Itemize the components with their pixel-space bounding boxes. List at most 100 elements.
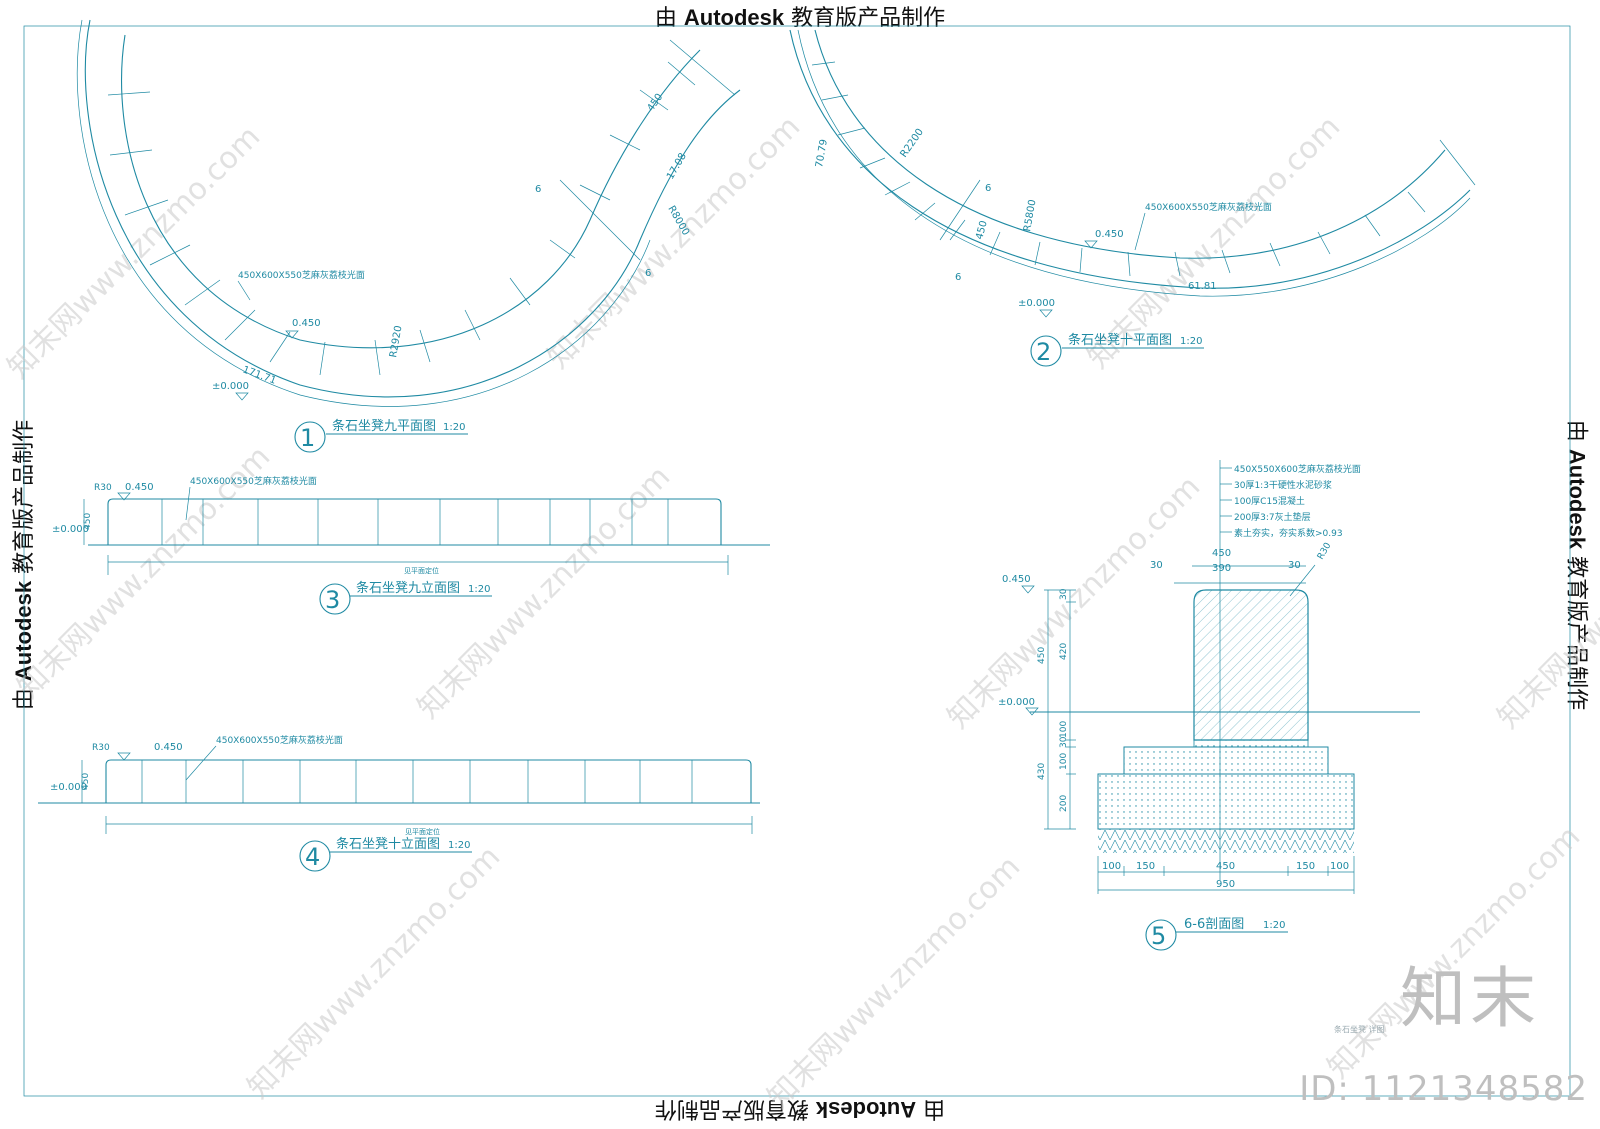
section-left-dim-2: 420 (1059, 643, 1069, 660)
elev9-height: 450 (83, 513, 93, 530)
elev-9: 见平面定位 0.450 ±0.000 R30 450 450X600X550芝麻… (52, 475, 770, 615)
plan10-inner-edge (814, 29, 1446, 259)
section-layer-4: 200厚3:7灰土垫层 (1234, 511, 1311, 523)
elev10-scale: 1:20 (448, 840, 470, 851)
elev10-height: 450 (81, 773, 91, 790)
svg-text:知末网www.znzmo.com: 知末网www.znzmo.com (241, 839, 507, 1105)
elev10-elev-ground: ±0.000 (50, 782, 87, 793)
section-6-6: 450X550X600芝麻灰荔枝光面 30厚1:3干硬性水泥砂浆 100厚C15… (998, 460, 1420, 951)
svg-text:知末网www.znzmo.com: 知末网www.znzmo.com (941, 469, 1207, 735)
plan10-elev-ground: ±0.000 (1018, 298, 1055, 309)
plan9-elev-ground: ±0.000 (212, 381, 249, 392)
section-layer-1: 450X550X600芝麻灰荔枝光面 (1234, 463, 1361, 475)
plan10-radius2: R5800 (1022, 199, 1038, 233)
plan9-elev-top: 0.450 (292, 318, 321, 329)
section-layer-3: 100厚C15混凝土 (1234, 495, 1305, 507)
elev10-dim-label: 见平面定位 (405, 827, 440, 836)
plan10-dim-width: 450 (974, 219, 990, 240)
plan10-section-a: 6 (985, 183, 991, 194)
elev10-corner: R30 (92, 743, 110, 753)
plan9-scale: 1:20 (443, 422, 465, 433)
elev10-number: 4 (305, 843, 320, 871)
plan10-elev-top: 0.450 (1095, 229, 1124, 240)
section-bottom-dim-3: 450 (1216, 861, 1235, 872)
elev9-note: 450X600X550芝麻灰荔枝光面 (190, 475, 317, 487)
footnote: 条石坐凳 详图 (1334, 1024, 1385, 1034)
section-top-dim-3: 30 (1288, 560, 1301, 571)
section-left-dim-3: 100 (1059, 721, 1069, 738)
section-layer-2: 30厚1:3干硬性水泥砂浆 (1234, 479, 1332, 491)
section-top-dim-2: 390 (1212, 563, 1231, 574)
plan9-section-b: 6 (645, 268, 651, 279)
elev10-title: 条石坐凳十立面图 (336, 836, 440, 852)
plan10-note: 450X600X550芝麻灰荔枝光面 (1145, 201, 1272, 213)
section-stone-block (1193, 589, 1309, 741)
section-concrete-layer (1123, 746, 1329, 775)
plan10-joints (811, 61, 1426, 277)
svg-text:知末网www.znzmo.com: 知末网www.znzmo.com (541, 109, 807, 375)
plan10-number: 2 (1036, 338, 1051, 366)
section-scale: 1:20 (1263, 920, 1285, 931)
plan10-number-circle (1030, 335, 1062, 367)
plan10-outer-edge (789, 29, 1471, 289)
elev10-bench-outline (105, 759, 752, 803)
section-bottom-dim-5: 100 (1330, 861, 1349, 872)
elev9-elev-top: 0.450 (125, 482, 154, 493)
elev9-joints (161, 499, 669, 545)
section-bottom-dim-1: 100 (1102, 861, 1121, 872)
section-left-dim-5: 100 (1059, 753, 1069, 770)
plan10-title: 条石坐凳十平面图 (1068, 332, 1172, 348)
elev9-title: 条石坐凳九立面图 (356, 580, 460, 596)
section-bottom-ticks (1097, 856, 1355, 894)
plan9-number-circle (294, 421, 326, 453)
section-mortar-layer (1193, 739, 1309, 748)
znzmo-logo: 知末 (1400, 960, 1540, 1037)
plan-9: 450X600X550芝麻灰荔枝光面 0.450 ±0.000 R2920 R8… (77, 19, 741, 453)
elev9-corner: R30 (94, 483, 112, 493)
section-number: 5 (1151, 922, 1166, 950)
section-compacted-soil (1098, 829, 1354, 853)
section-bottom-dim-2: 150 (1136, 861, 1155, 872)
plan9-dim-seg: 17.08 (665, 151, 689, 181)
section-top-total: 450 (1212, 548, 1231, 559)
section-left-dim-4: 30 (1059, 736, 1069, 748)
section-number-circle (1145, 919, 1177, 951)
plan9-inner-edge (121, 34, 701, 349)
plan9-section-a: 6 (535, 184, 541, 195)
section-layer-5: 素土夯实，夯实系数>0.93 (1234, 527, 1343, 539)
plan10-section-b: 6 (955, 272, 961, 283)
svg-text:知末网www.znzmo.com: 知末网www.znzmo.com (1491, 469, 1600, 735)
section-left-total-1: 450 (1037, 647, 1047, 664)
plan10-dim-arc: 70.79 (814, 138, 830, 168)
elev10-elev-top: 0.450 (154, 742, 183, 753)
plan9-joints (107, 61, 696, 376)
section-elev-top: 0.450 (1002, 574, 1031, 585)
plan10-dim-length: 61.81 (1188, 281, 1217, 292)
elev10-joints (141, 760, 693, 803)
elev9-dim-label: 见平面定位 (404, 566, 439, 575)
section-elev-ground: ±0.000 (998, 697, 1035, 708)
plan9-radius1: R2920 (388, 325, 404, 359)
section-left-dim-6: 200 (1059, 795, 1069, 812)
plan9-dim-width: 450 (645, 92, 665, 114)
elev9-number: 3 (325, 586, 340, 614)
section-left-total-2: 430 (1037, 763, 1047, 780)
svg-text:知末网www.znzmo.com: 知末网www.znzmo.com (761, 849, 1027, 1115)
elev10-number-circle (299, 840, 331, 872)
section-lime-soil-layer (1097, 773, 1355, 830)
plan9-note: 450X600X550芝麻灰荔枝光面 (238, 269, 365, 281)
section-left-ticks (1044, 589, 1076, 830)
elev9-bench-outline (107, 498, 722, 545)
plan9-title: 条石坐凳九平面图 (332, 418, 436, 434)
plan10-edge-line (797, 29, 1471, 297)
znzmo-id: ID: 1121348582 (1299, 1069, 1588, 1109)
section-corner: R30 (1316, 541, 1334, 562)
plan9-outer-edge (84, 19, 741, 398)
section-bottom-dim-4: 150 (1296, 861, 1315, 872)
plan9-number: 1 (300, 424, 315, 452)
section-top-dim-1: 30 (1150, 560, 1163, 571)
section-left-dim-1: 30 (1059, 588, 1069, 600)
drawing-border (23, 25, 1571, 1097)
plan9-edge-line (77, 19, 651, 407)
